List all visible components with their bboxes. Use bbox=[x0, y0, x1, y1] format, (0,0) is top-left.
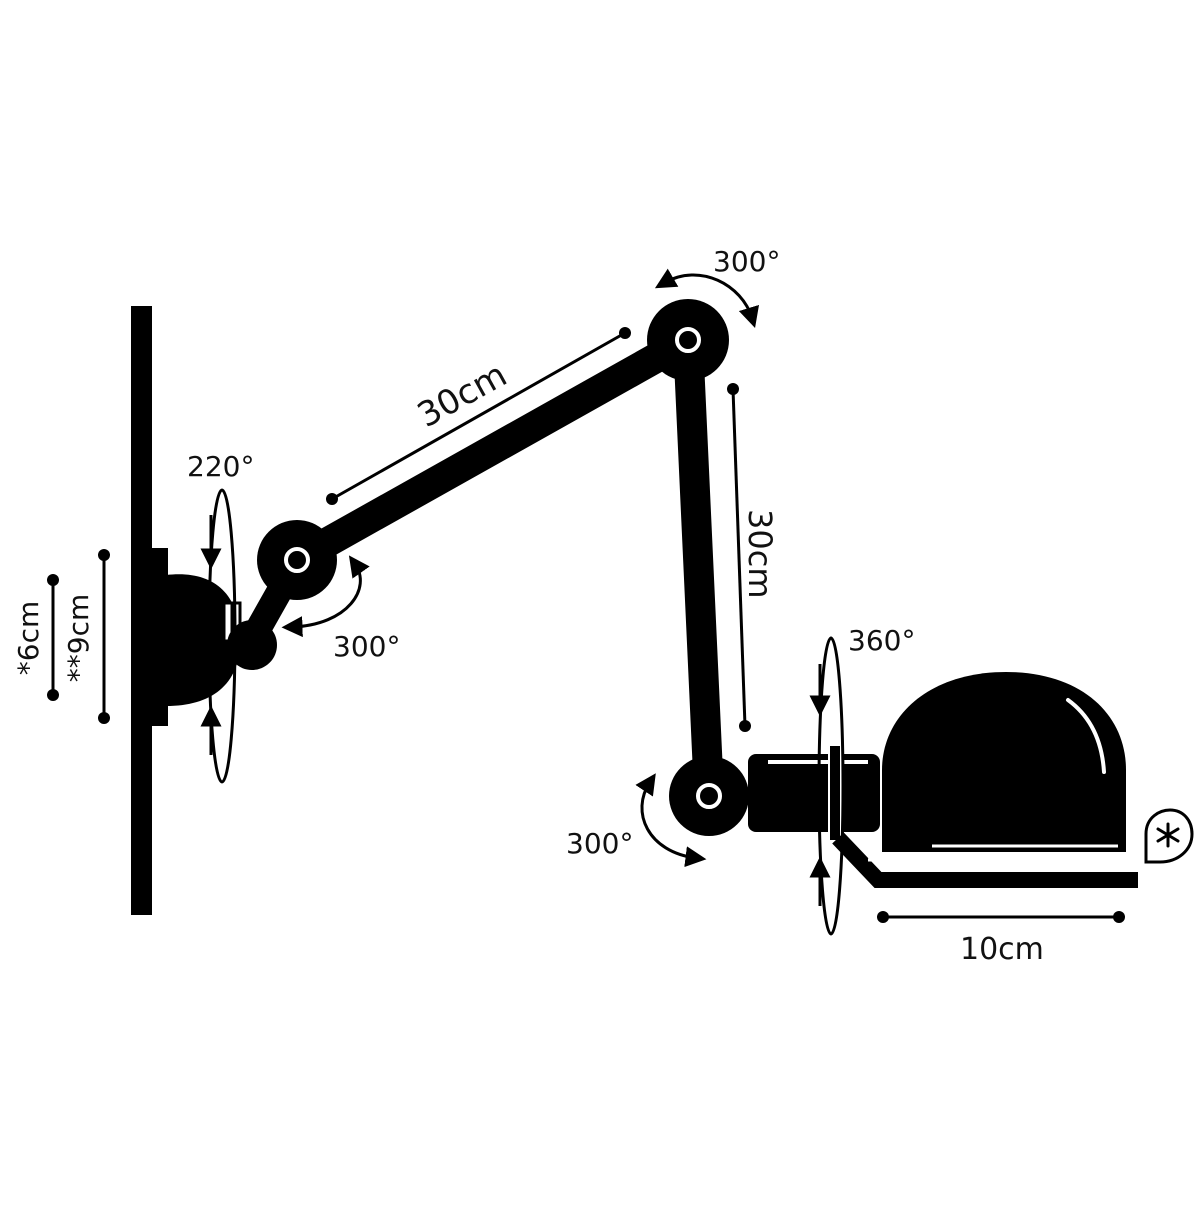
shade-depth-label: 10cm bbox=[960, 932, 1044, 967]
elbow-joint bbox=[647, 299, 729, 381]
arm-2-dimension-line bbox=[727, 383, 751, 732]
lamp-shade bbox=[882, 672, 1126, 852]
shoulder-joint bbox=[257, 520, 337, 600]
base-large-label: **9cm bbox=[62, 594, 95, 682]
wrist-rotation-label: 300° bbox=[566, 827, 633, 860]
wrist-joint bbox=[669, 756, 749, 836]
arm-2-length-label: 30cm bbox=[741, 509, 779, 598]
arm-2 bbox=[673, 325, 724, 810]
arm-1-dimension-line bbox=[326, 327, 631, 505]
head-rotation-indicator bbox=[809, 636, 845, 936]
asterisk-leaf-icon bbox=[1144, 808, 1194, 864]
wall-plate bbox=[131, 306, 152, 915]
shade-highlight bbox=[1066, 698, 1106, 774]
base-rotation-indicator bbox=[200, 488, 237, 784]
wrist-rotation-arrow bbox=[635, 773, 707, 868]
wall-mount-block bbox=[150, 548, 168, 726]
base-large-dimension-line bbox=[98, 549, 110, 724]
base-dome bbox=[166, 574, 241, 706]
base-small-label: *6cm bbox=[12, 601, 45, 675]
head-swivel-ring bbox=[828, 744, 842, 842]
head-neck-tube bbox=[748, 754, 880, 832]
base-small-dimension-line bbox=[47, 574, 59, 701]
base-rotation-label: 220° bbox=[187, 450, 254, 483]
elbow-rotation-arrow bbox=[654, 268, 759, 329]
shoulder-rotation-label: 300° bbox=[333, 630, 400, 663]
elbow-rotation-label: 300° bbox=[713, 245, 780, 278]
shade-depth-dimension-line bbox=[877, 911, 1125, 923]
arm-1 bbox=[281, 325, 703, 575]
head-rotation-label: 360° bbox=[848, 624, 915, 657]
shade-bracket bbox=[832, 832, 1138, 888]
shoulder-rotation-arrow bbox=[281, 555, 370, 638]
